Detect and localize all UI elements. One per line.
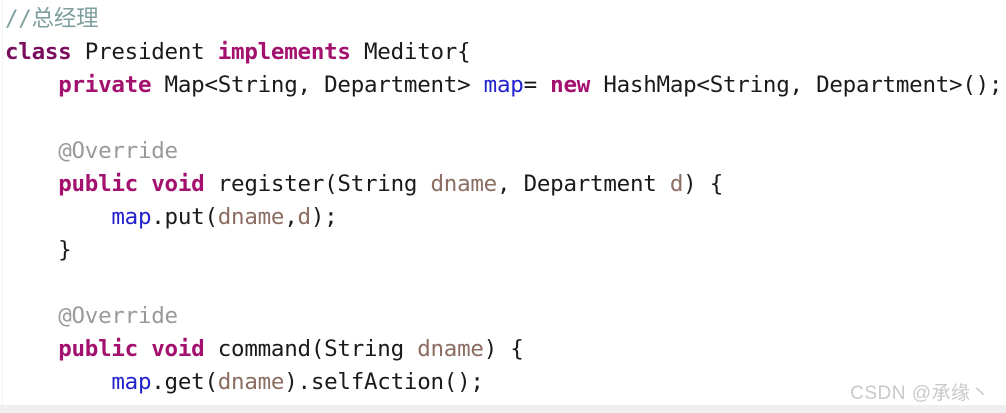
code-token: class [5, 39, 72, 65]
code-token: @Override [58, 138, 178, 164]
code-token: public [58, 336, 138, 362]
code-line: //总经理 [5, 3, 1006, 36]
code-token: .get( [151, 369, 218, 395]
code-token: new [550, 72, 591, 98]
code-token: register(String [204, 171, 431, 197]
code-token: .put( [151, 204, 218, 230]
code-token: = [523, 72, 551, 98]
code-line: class President implements Meditor{ [5, 36, 1006, 69]
code-token: d [669, 171, 684, 197]
code-line: @Override [5, 135, 1006, 168]
code-line: map.get(dname).selfAction(); [5, 366, 1006, 399]
code-token: implements [217, 39, 351, 65]
code-token [5, 336, 58, 362]
code-token: void [151, 171, 205, 197]
code-line: } [5, 234, 1006, 267]
code-token: private [58, 72, 152, 98]
code-token [5, 72, 58, 98]
code-token [138, 336, 151, 362]
bottom-strip [0, 405, 1006, 413]
code-token: dname [430, 171, 498, 197]
code-line [5, 267, 1006, 300]
code-token: dname [417, 336, 484, 362]
code-token: void [151, 336, 205, 362]
code-token: } [5, 237, 72, 263]
left-gutter-rule [2, 0, 3, 405]
code-line: @Override [5, 300, 1006, 333]
code-token: //总经理 [5, 6, 99, 32]
code-token: ); [310, 204, 338, 230]
code-token: command(String [204, 336, 418, 362]
code-token: HashMap<String, Department>(); [590, 72, 1003, 98]
code-token: , [284, 204, 298, 230]
code-token: dname [217, 369, 285, 395]
code-token [5, 171, 58, 197]
code-line: public void command(String dname) { [5, 333, 1006, 366]
code-token: map [483, 72, 524, 98]
code-token [5, 303, 58, 329]
code-token [138, 171, 151, 197]
code-line: map.put(dname,d); [5, 201, 1006, 234]
code-token [5, 138, 58, 164]
code-token: , Department [496, 171, 670, 197]
code-token: @Override [58, 303, 178, 329]
code-token: ) { [683, 171, 724, 197]
code-token: ).selfAction(); [284, 369, 484, 395]
code-token: Meditor{ [350, 39, 471, 65]
code-token: public [58, 171, 138, 197]
code-token: dname [217, 204, 285, 230]
code-token: Map<String, Department> [151, 72, 484, 98]
code-token: d [297, 204, 312, 230]
csdn-watermark: CSDN @承缘丶 [850, 383, 990, 404]
code-token: ) { [483, 336, 524, 362]
code-token: map [111, 369, 152, 395]
code-token [5, 369, 111, 395]
code-token [5, 204, 111, 230]
code-token: President [71, 39, 218, 65]
code-line [5, 102, 1006, 135]
code-token: map [111, 204, 152, 230]
code-line: private Map<String, Department> map= new… [5, 69, 1006, 102]
code-line: public void register(String dname, Depar… [5, 168, 1006, 201]
